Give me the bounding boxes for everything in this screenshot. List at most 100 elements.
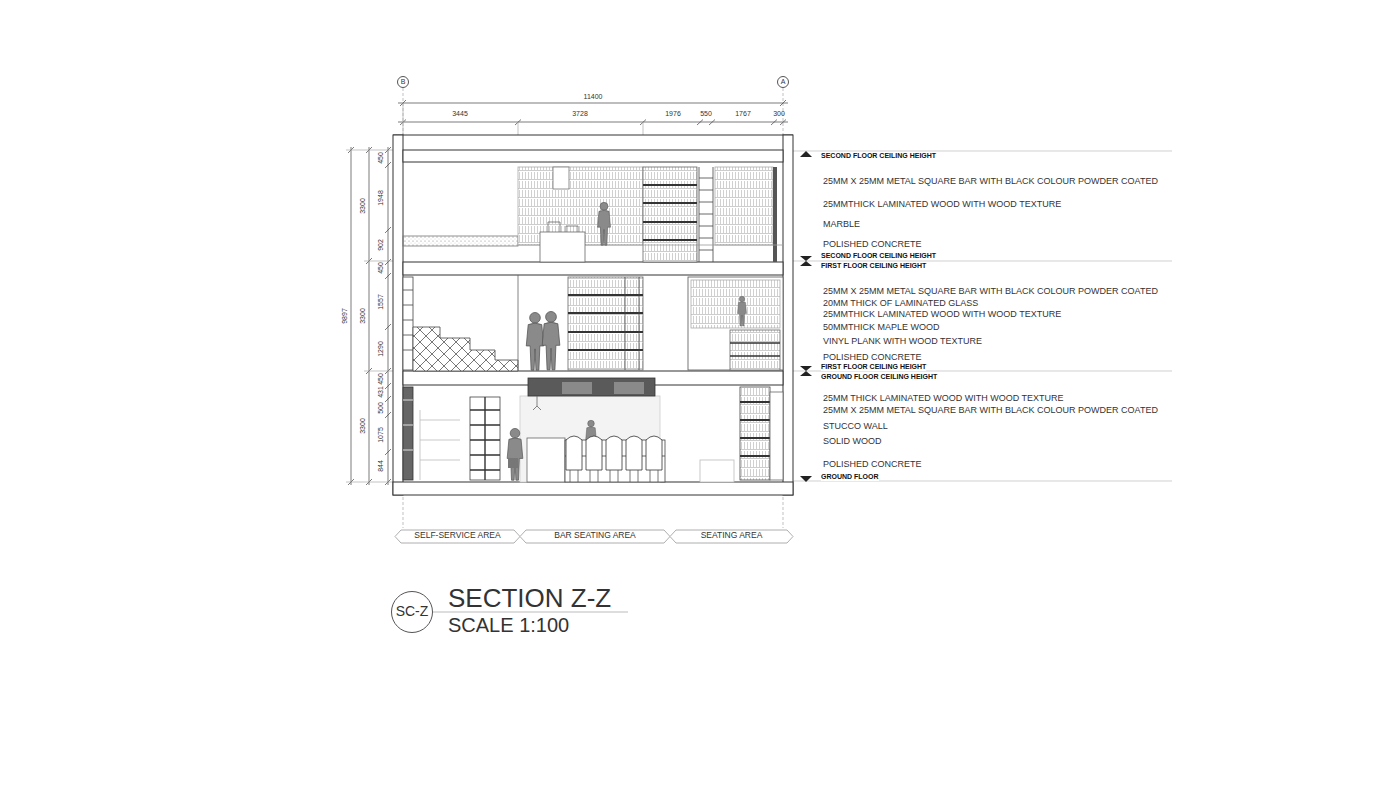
drawing-use bbox=[507, 428, 523, 480]
material-note: 25MM X 25MM METAL SQUARE BAR WITH BLACK … bbox=[823, 405, 1158, 415]
drawing-line bbox=[403, 103, 404, 135]
level-lines bbox=[793, 151, 1172, 481]
dimension: 1557 bbox=[377, 294, 385, 310]
material-note: 25MMTHICK LAMINATED WOOD WITH WOOD TEXTU… bbox=[823, 199, 1061, 209]
drawing-rect bbox=[403, 150, 783, 162]
material-note: STUCCO WALL bbox=[823, 421, 888, 431]
zone-band: SELF-SERVICE AREA bbox=[395, 530, 520, 543]
drawing-path bbox=[730, 343, 780, 356]
marker-text: A bbox=[781, 78, 786, 86]
zone-name: BAR SEATING AREA bbox=[554, 531, 636, 540]
level-label: FIRST FLOOR CEILING HEIGHT bbox=[821, 262, 926, 270]
drawing-path bbox=[625, 277, 639, 370]
dimension: 1767 bbox=[735, 110, 751, 118]
drawing-line bbox=[346, 150, 393, 151]
drawing-use bbox=[526, 312, 543, 370]
drawing-rect bbox=[730, 330, 780, 370]
drawing-rect bbox=[553, 167, 569, 189]
level-label: SECOND FLOOR CEILING HEIGHT bbox=[821, 152, 936, 160]
drawing-rect bbox=[688, 277, 783, 370]
drawing-rect bbox=[568, 277, 643, 370]
drawing-rect bbox=[393, 135, 403, 495]
drawing-rect bbox=[783, 135, 793, 495]
drawing-path bbox=[699, 167, 713, 262]
drawing-path bbox=[533, 396, 541, 410]
level-label: GROUND FLOOR bbox=[821, 473, 879, 481]
dimension: 300 bbox=[773, 110, 785, 118]
dimension: 3728 bbox=[572, 110, 588, 118]
drawing-path bbox=[568, 295, 643, 350]
zone-band-shape bbox=[670, 530, 793, 543]
drawing-rect bbox=[527, 438, 565, 482]
section-tag: SC-Z bbox=[391, 591, 433, 633]
dimension: 1976 bbox=[665, 110, 681, 118]
drawing-rect bbox=[562, 382, 592, 394]
drawing-line bbox=[385, 273, 391, 279]
drawing-path bbox=[413, 327, 518, 371]
grid-marker: B bbox=[397, 76, 410, 89]
dimension: 431 bbox=[377, 386, 385, 398]
material-note: POLISHED CONCRETE bbox=[823, 352, 922, 362]
dimension: 1948 bbox=[377, 190, 385, 206]
drawing-path bbox=[800, 476, 812, 482]
dimension: 9897 bbox=[341, 308, 349, 324]
drawing-line bbox=[385, 227, 391, 233]
drawing-rect bbox=[508, 458, 518, 468]
dimension: 1290 bbox=[377, 341, 385, 357]
drawing-title: SECTION Z-Z bbox=[448, 584, 611, 614]
zone-band-shape bbox=[520, 530, 670, 543]
drawing-use bbox=[542, 311, 560, 369]
dimension: 902 bbox=[377, 239, 385, 251]
drawing-line bbox=[403, 88, 404, 135]
building-shell bbox=[393, 135, 793, 495]
zone-name: SELF-SERVICE AREA bbox=[414, 531, 500, 540]
drawing-rect bbox=[614, 382, 644, 394]
first-floor-interior bbox=[403, 275, 783, 371]
drawing-path bbox=[403, 400, 413, 450]
drawing-line bbox=[385, 396, 391, 402]
drawing-line bbox=[385, 449, 391, 455]
drawing-path bbox=[566, 436, 662, 470]
left-dimensions bbox=[346, 147, 393, 485]
drawing-line bbox=[385, 162, 391, 168]
dimension: 550 bbox=[700, 110, 712, 118]
level-label: FIRST FLOOR CEILING HEIGHT bbox=[821, 363, 926, 371]
drawing-rect bbox=[643, 167, 697, 262]
dimension: 1075 bbox=[377, 427, 385, 443]
drawing-line bbox=[385, 383, 391, 389]
dimension: 11400 bbox=[584, 93, 603, 101]
drawing-rect bbox=[393, 482, 793, 495]
dimension: 3300 bbox=[359, 308, 367, 324]
material-note: 25MM X 25MM METAL SQUARE BAR WITH BLACK … bbox=[823, 286, 1158, 296]
drawing-rect bbox=[691, 280, 780, 328]
drawing-line bbox=[398, 103, 788, 104]
drawing-rect bbox=[528, 378, 655, 396]
drawing-line bbox=[351, 147, 352, 485]
grid-lines bbox=[403, 88, 783, 528]
level-label: SECOND FLOOR CEILING HEIGHT bbox=[821, 252, 936, 260]
drawing-line bbox=[780, 120, 786, 126]
drawing-rect bbox=[740, 387, 770, 480]
drawing-line bbox=[364, 371, 393, 372]
dimension: 3445 bbox=[452, 110, 468, 118]
drawing-line bbox=[388, 147, 389, 485]
drawing-path bbox=[643, 185, 697, 240]
drawing-path bbox=[740, 402, 770, 456]
marker-text: SC-Z bbox=[396, 604, 429, 619]
drawing-path bbox=[800, 261, 812, 266]
material-note: POLISHED CONCRETE bbox=[823, 459, 922, 469]
drawing-line bbox=[364, 261, 393, 262]
second-floor-interior bbox=[403, 167, 783, 262]
drawing-line bbox=[385, 259, 391, 265]
drawing-line bbox=[697, 120, 703, 126]
zone-name: SEATING AREA bbox=[701, 531, 763, 540]
material-note: 25MM X 25MM METAL SQUARE BAR WITH BLACK … bbox=[823, 176, 1158, 186]
zone-band-shape bbox=[395, 530, 520, 543]
drawing-line bbox=[518, 275, 519, 371]
dimension: 3300 bbox=[359, 198, 367, 214]
drawing-path bbox=[800, 371, 812, 376]
drawing-line bbox=[403, 497, 404, 528]
drawing-rect bbox=[403, 236, 518, 246]
